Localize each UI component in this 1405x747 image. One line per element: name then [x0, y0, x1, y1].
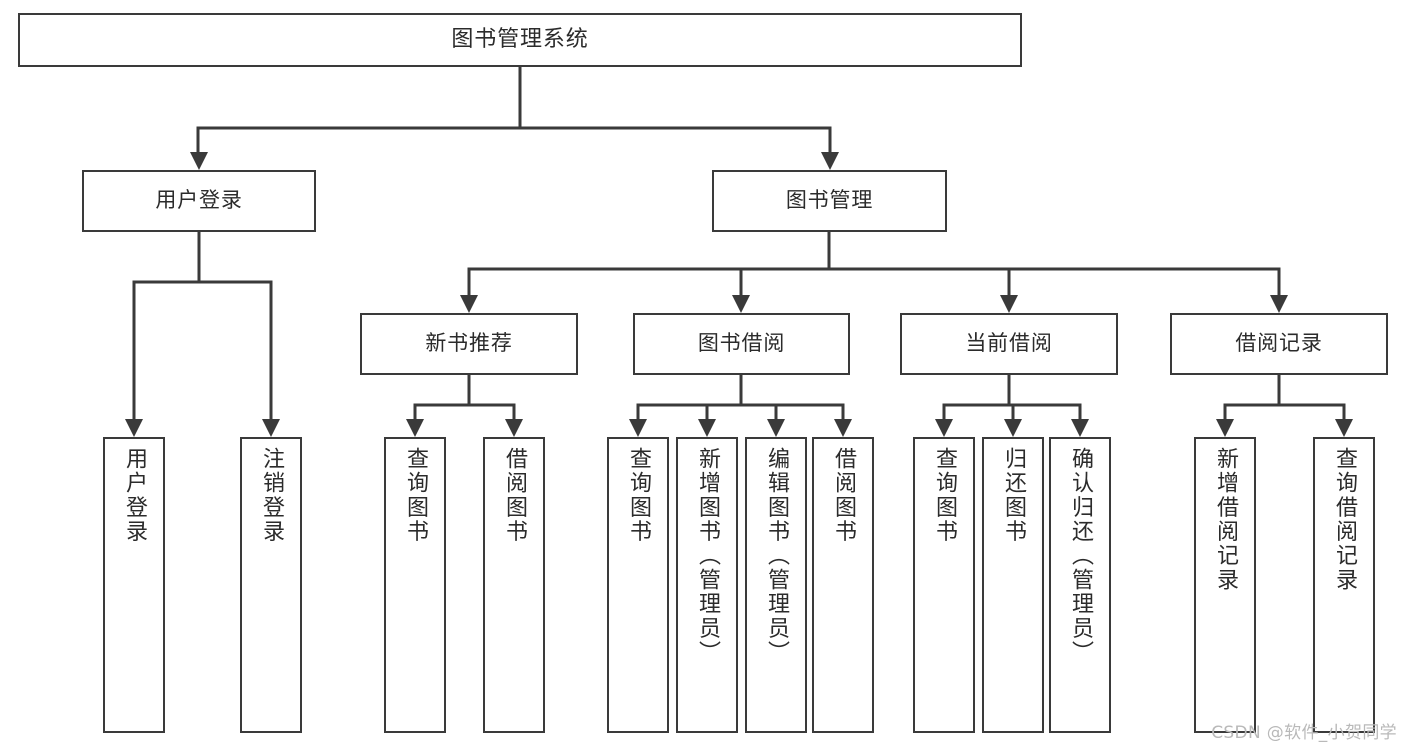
node-leaf-borrow-book-a-label: 借阅图书	[502, 447, 527, 544]
node-leaf-add-record[interactable]: 新增借阅记录	[1194, 437, 1256, 733]
node-leaf-query-book-b-label: 查询图书	[626, 447, 651, 544]
node-leaf-user-logout[interactable]: 注销登录	[240, 437, 302, 733]
node-borrow-record[interactable]: 借阅记录	[1170, 313, 1388, 375]
node-leaf-add-book-label: 新增图书（管理员）	[695, 447, 720, 665]
node-user-login[interactable]: 用户登录	[82, 170, 316, 232]
node-leaf-return-book[interactable]: 归还图书	[982, 437, 1044, 733]
arrowhead-leaf-query-record	[1335, 419, 1353, 437]
arrowhead-leaf-return-book	[1004, 419, 1022, 437]
node-leaf-confirm-return[interactable]: 确认归还（管理员）	[1049, 437, 1111, 733]
node-leaf-query-book-c-label: 查询图书	[932, 447, 957, 544]
node-leaf-query-book-b[interactable]: 查询图书	[607, 437, 669, 733]
arrowhead-leaf-query-book-b	[629, 419, 647, 437]
node-leaf-query-book-a-label: 查询图书	[403, 447, 428, 544]
node-leaf-query-record-label: 查询借阅记录	[1332, 447, 1357, 593]
arrowhead-leaf-confirm-return	[1071, 419, 1089, 437]
node-leaf-borrow-book-b[interactable]: 借阅图书	[812, 437, 874, 733]
arrowhead-leaf-edit-book	[767, 419, 785, 437]
node-leaf-query-record[interactable]: 查询借阅记录	[1313, 437, 1375, 733]
node-new-book-recommend[interactable]: 新书推荐	[360, 313, 578, 375]
node-current-borrow[interactable]: 当前借阅	[900, 313, 1118, 375]
arrowhead-recommend	[460, 295, 478, 313]
arrowhead-leaf-user-login	[125, 419, 143, 437]
node-leaf-edit-book[interactable]: 编辑图书（管理员）	[745, 437, 807, 733]
node-root-label: 图书管理系统	[451, 26, 589, 52]
arrowhead-borrow	[732, 295, 750, 313]
node-leaf-user-login[interactable]: 用户登录	[103, 437, 165, 733]
arrowhead-leaf-borrow-book-b	[834, 419, 852, 437]
node-leaf-return-book-label: 归还图书	[1001, 447, 1026, 544]
node-leaf-add-book[interactable]: 新增图书（管理员）	[676, 437, 738, 733]
arrowhead-record	[1270, 295, 1288, 313]
node-book-borrow[interactable]: 图书借阅	[633, 313, 850, 375]
node-leaf-borrow-book-a[interactable]: 借阅图书	[483, 437, 545, 733]
node-new-book-recommend-label: 新书推荐	[425, 331, 513, 356]
node-book-borrow-label: 图书借阅	[697, 331, 786, 356]
node-leaf-user-login-label: 用户登录	[122, 447, 147, 544]
arrowhead-leaf-add-book	[698, 419, 716, 437]
node-current-borrow-label: 当前借阅	[965, 331, 1053, 356]
node-leaf-add-record-label: 新增借阅记录	[1213, 447, 1238, 593]
node-borrow-record-label: 借阅记录	[1235, 331, 1323, 356]
arrowhead-leaf-user-logout	[262, 419, 280, 437]
arrowhead-current	[1000, 295, 1018, 313]
node-root[interactable]: 图书管理系统	[18, 13, 1022, 67]
arrowhead-leaf-query-book-a	[406, 419, 424, 437]
node-leaf-edit-book-label: 编辑图书（管理员）	[764, 447, 789, 665]
arrowhead-user-login	[190, 152, 208, 170]
arrowhead-book-manage	[821, 152, 839, 170]
node-book-manage[interactable]: 图书管理	[712, 170, 947, 232]
node-leaf-query-book-a[interactable]: 查询图书	[384, 437, 446, 733]
node-leaf-user-logout-label: 注销登录	[259, 447, 284, 544]
node-leaf-confirm-return-label: 确认归还（管理员）	[1068, 447, 1093, 665]
node-leaf-borrow-book-b-label: 借阅图书	[831, 447, 856, 544]
arrowhead-leaf-add-record	[1216, 419, 1234, 437]
node-leaf-query-book-c[interactable]: 查询图书	[913, 437, 975, 733]
arrowhead-leaf-borrow-book-a	[505, 419, 523, 437]
node-user-login-label: 用户登录	[155, 188, 243, 213]
node-book-manage-label: 图书管理	[785, 188, 874, 213]
arrowhead-leaf-query-book-c	[935, 419, 953, 437]
